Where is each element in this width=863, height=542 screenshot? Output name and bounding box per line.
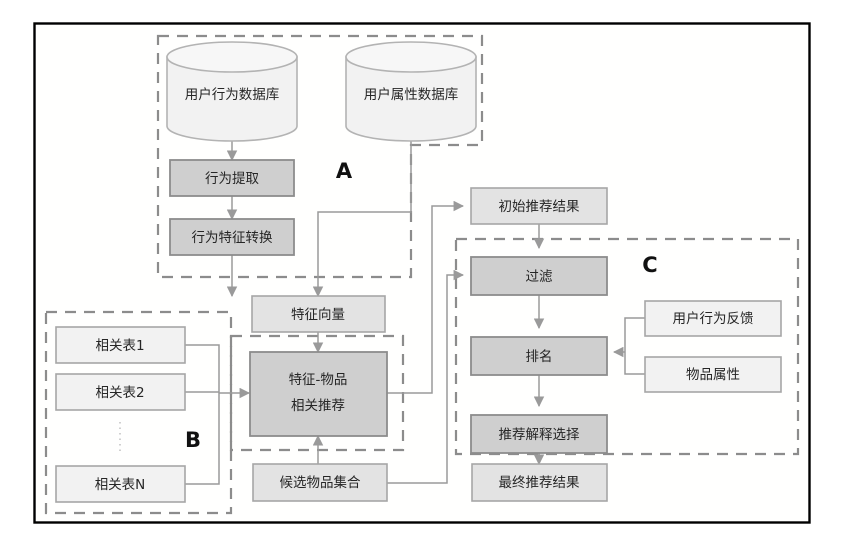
node-label: 最终推荐结果 [499, 475, 580, 491]
node-behavior-feature-transform: 行为特征转换 [169, 218, 295, 256]
node-user-behavior-db: 用户行为数据库 [166, 41, 298, 142]
node-label: 行为特征转换 [192, 230, 273, 246]
node-related-table-n: 相关表N [55, 465, 186, 503]
node-label: 相关表N [95, 477, 146, 493]
group-letter-b: B [185, 428, 201, 452]
node-label: 相关表2 [95, 385, 144, 401]
connector-candidate-to-filter [387, 269, 465, 484]
node-final-recommend-result: 最终推荐结果 [471, 463, 608, 502]
node-label: 相关表1 [95, 338, 144, 354]
node-label: 排名 [526, 349, 553, 365]
node-label: 用户行为反馈 [673, 310, 754, 327]
node-label-line2: 相关推荐 [291, 398, 345, 414]
node-label: 用户属性数据库 [364, 86, 459, 103]
node-label: 用户行为数据库 [185, 86, 280, 103]
node-label: 行为提取 [205, 171, 259, 187]
node-behavior-extract: 行为提取 [169, 159, 295, 197]
node-label: 特征向量 [291, 307, 345, 323]
node-candidate-item-set: 候选物品集合 [252, 463, 388, 502]
node-feature-vector: 特征向量 [251, 295, 386, 333]
node-filter: 过滤 [470, 256, 608, 296]
node-user-behavior-feedback: 用户行为反馈 [644, 300, 782, 337]
node-initial-recommend-result: 初始推荐结果 [470, 187, 608, 225]
node-feature-item-recommend: 特征-物品 相关推荐 [249, 351, 388, 437]
connector-recommend-to-initialresult [387, 200, 465, 394]
connector-table1-bus [185, 344, 220, 393]
node-related-table-2: 相关表2 [55, 373, 186, 411]
group-letter-c: C [642, 253, 657, 277]
connector-feedback-bus [624, 317, 645, 352]
connector-attributedb-to-featurevector [312, 139, 412, 298]
connector-tablen-bus [185, 393, 220, 485]
node-recommend-explanation-choice: 推荐解释选择 [470, 414, 608, 454]
group-c-boundary [454, 237, 800, 456]
node-user-attribute-db: 用户属性数据库 [345, 41, 477, 142]
group-letter-a: A [336, 159, 353, 183]
connector-itemattr-bus [624, 352, 645, 375]
node-label: 候选物品集合 [280, 475, 361, 491]
node-label: 推荐解释选择 [499, 427, 580, 443]
node-label-line1: 特征-物品 [289, 372, 348, 388]
node-label: 过滤 [526, 269, 554, 285]
node-related-table-1: 相关表1 [55, 326, 186, 364]
node-ranking: 排名 [470, 336, 608, 376]
node-label: 初始推荐结果 [499, 198, 580, 215]
node-label: 物品属性 [686, 367, 740, 383]
node-item-attribute: 物品属性 [644, 356, 782, 393]
